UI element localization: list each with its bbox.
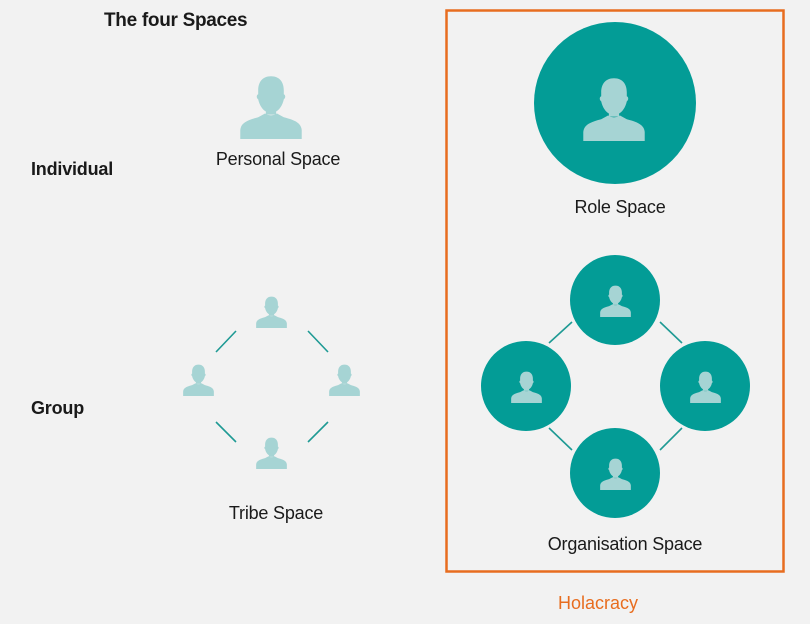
organisation-connector: [659, 427, 683, 451]
row-label-group: Group: [31, 398, 84, 418]
tribe-person-left-icon: [183, 364, 214, 396]
tribe-connector: [215, 330, 237, 353]
tribe-connector: [307, 330, 329, 353]
tribe-person-bottom-icon: [256, 437, 287, 469]
personal-space-person-icon: [240, 76, 302, 139]
tribe-space-label: Tribe Space: [228, 503, 324, 523]
tribe-connectors: [215, 330, 329, 443]
tribe-person-right-icon: [329, 364, 360, 396]
organisation-space-label: Organisation Space: [547, 534, 703, 554]
tribe-connector: [215, 421, 237, 443]
diagram-title: The four Spaces: [104, 10, 248, 31]
personal-space-label: Personal Space: [215, 149, 341, 169]
role-space-label: Role Space: [574, 197, 666, 217]
organisation-connector: [659, 321, 683, 344]
organisation-connector: [548, 427, 573, 451]
row-label-individual: Individual: [31, 159, 114, 179]
holacracy-frame: [445, 9, 785, 573]
organisation-connectors: [548, 321, 683, 451]
tribe-connector: [307, 421, 329, 443]
holacracy-label: Holacracy: [557, 593, 639, 613]
organisation-connector: [548, 321, 573, 344]
tribe-person-top-icon: [256, 296, 287, 328]
